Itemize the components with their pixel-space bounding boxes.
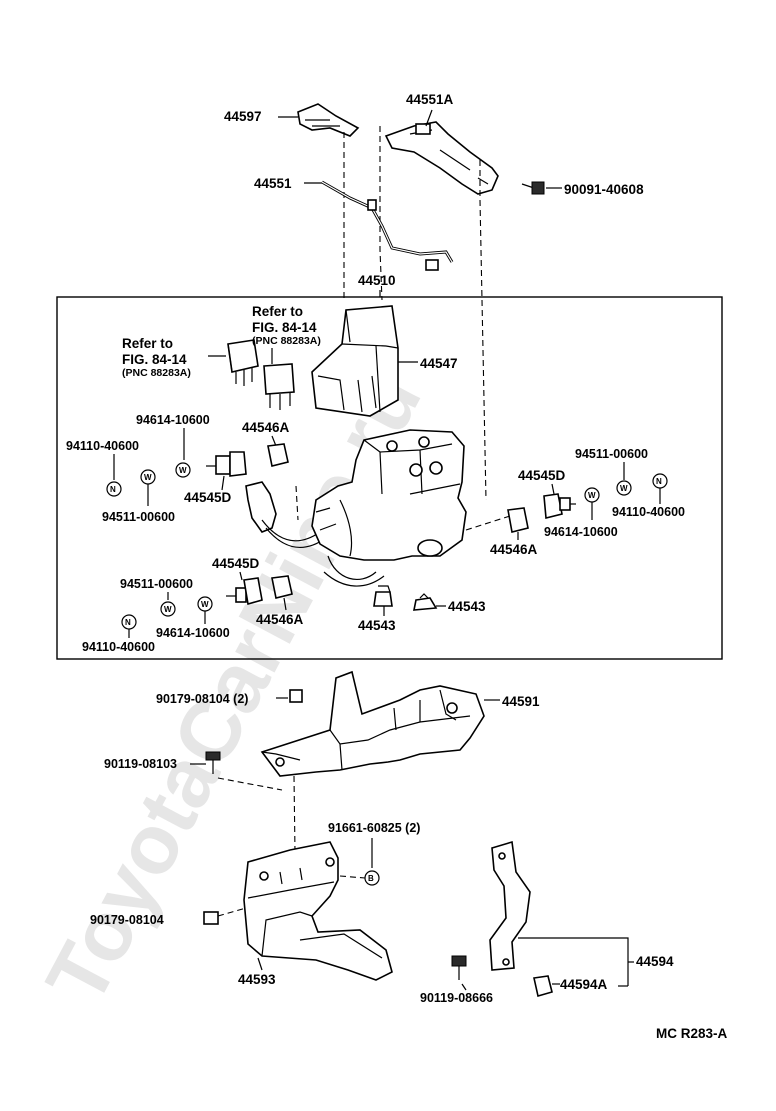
part-90091-illustration <box>521 181 545 195</box>
cap-44594A-illustration <box>533 975 553 998</box>
label-44545D-c[interactable]: 44545D <box>212 556 260 571</box>
label-94511-00600-c[interactable]: 94511-00600 <box>120 577 193 591</box>
label-94614-10600-c[interactable]: 94614-10600 <box>156 626 230 640</box>
label-94110-40600-a[interactable]: 94110-40600 <box>66 439 139 453</box>
svg-text:N: N <box>110 485 116 494</box>
svg-text:N: N <box>656 477 662 486</box>
svg-text:W: W <box>164 605 172 614</box>
label-90179-08104-2[interactable]: 90179-08104 (2) <box>156 692 248 706</box>
svg-text:W: W <box>201 600 209 609</box>
washer-n-b: N <box>652 473 668 489</box>
refer-line2-b: FIG. 84-14 <box>252 320 317 335</box>
nut-90179-b <box>203 911 219 925</box>
label-90179-08104[interactable]: 90179-08104 <box>90 913 164 927</box>
washer-n-c: N <box>121 614 137 630</box>
washer-n-a: N <box>106 481 122 497</box>
refer-line1-b: Refer to <box>252 304 303 319</box>
nut-90179-a <box>289 689 303 703</box>
label-44546A-c[interactable]: 44546A <box>256 612 304 627</box>
relay-left-illustration <box>227 339 259 386</box>
bracket-44594-illustration <box>489 840 531 971</box>
ecu-44547-illustration <box>311 305 399 417</box>
diagram-code: MC R283-A <box>656 1026 728 1041</box>
svg-text:W: W <box>588 491 596 500</box>
label-94614-10600-a[interactable]: 94614-10600 <box>136 413 210 427</box>
label-44543-b[interactable]: 44543 <box>448 599 486 614</box>
bolt-90119-a <box>205 751 221 774</box>
washer-w-f: W <box>197 596 213 612</box>
washer-w-b: W <box>140 469 156 485</box>
part-44551A-illustration <box>384 121 499 195</box>
label-44546A-a[interactable]: 44546A <box>242 420 290 435</box>
washer-w-a: W <box>175 462 191 478</box>
label-44593[interactable]: 44593 <box>238 972 276 987</box>
svg-text:B: B <box>368 874 374 883</box>
svg-text:W: W <box>144 473 152 482</box>
sensor-44545D-a-illustration <box>206 451 247 477</box>
label-44545D-a[interactable]: 44545D <box>184 490 232 505</box>
label-44547[interactable]: 44547 <box>420 356 458 371</box>
refer-line3: (PNC 88283A) <box>122 367 191 379</box>
bracket-44591-illustration <box>260 670 485 777</box>
grommet-44543-b <box>413 593 438 611</box>
label-44591[interactable]: 44591 <box>502 694 540 709</box>
assembly-box <box>56 296 723 660</box>
label-44510[interactable]: 44510 <box>358 273 396 288</box>
label-44551[interactable]: 44551 <box>254 176 292 191</box>
grommet-44546A-c <box>271 575 293 599</box>
label-90119-08103[interactable]: 90119-08103 <box>104 757 177 771</box>
label-44551A[interactable]: 44551A <box>406 92 454 107</box>
washer-w-c: W <box>616 480 632 496</box>
label-44597[interactable]: 44597 <box>224 109 262 124</box>
grommet-44546A-b <box>507 507 529 533</box>
washer-w-e: W <box>160 601 176 617</box>
refer-line1: Refer to <box>122 336 173 351</box>
refer-note-right: Refer to FIG. 84-14 (PNC 88283A) <box>252 304 321 347</box>
label-94511-00600-b[interactable]: 94511-00600 <box>575 447 648 461</box>
bracket-44593-illustration <box>243 841 393 981</box>
part-44551-illustration <box>321 180 454 271</box>
label-44594A[interactable]: 44594A <box>560 977 608 992</box>
sensor-44545D-c-illustration <box>226 577 263 606</box>
bolt-90119-b <box>451 955 467 980</box>
label-44545D-b[interactable]: 44545D <box>518 468 566 483</box>
washer-w-d: W <box>584 487 600 503</box>
relay-right-illustration <box>263 363 295 410</box>
label-44543-a[interactable]: 44543 <box>358 618 396 633</box>
svg-text:W: W <box>620 484 628 493</box>
part-44597-illustration <box>297 103 360 137</box>
refer-line2: FIG. 84-14 <box>122 352 187 367</box>
refer-note-left: Refer to FIG. 84-14 (PNC 88283A) <box>122 336 191 379</box>
refer-line3-b: (PNC 88283A) <box>252 335 321 347</box>
sensor-44545D-b-illustration <box>543 493 576 520</box>
label-44594[interactable]: 44594 <box>636 954 674 969</box>
washer-b: B <box>364 870 380 886</box>
label-94511-00600-a[interactable]: 94511-00600 <box>102 510 175 524</box>
label-94110-40600-c[interactable]: 94110-40600 <box>82 640 155 654</box>
label-91661-60825-2[interactable]: 91661-60825 (2) <box>328 821 420 835</box>
label-90091-40608[interactable]: 90091-40608 <box>564 182 644 197</box>
actuator-illustration <box>311 429 467 587</box>
label-94110-40600-b[interactable]: 94110-40600 <box>612 505 685 519</box>
grommet-44543-a <box>373 585 393 607</box>
grommet-44546A-a <box>267 443 289 467</box>
svg-text:N: N <box>125 618 131 627</box>
label-94614-10600-b[interactable]: 94614-10600 <box>544 525 618 539</box>
label-44546A-b[interactable]: 44546A <box>490 542 538 557</box>
svg-text:W: W <box>179 466 187 475</box>
label-90119-08666[interactable]: 90119-08666 <box>420 991 493 1005</box>
